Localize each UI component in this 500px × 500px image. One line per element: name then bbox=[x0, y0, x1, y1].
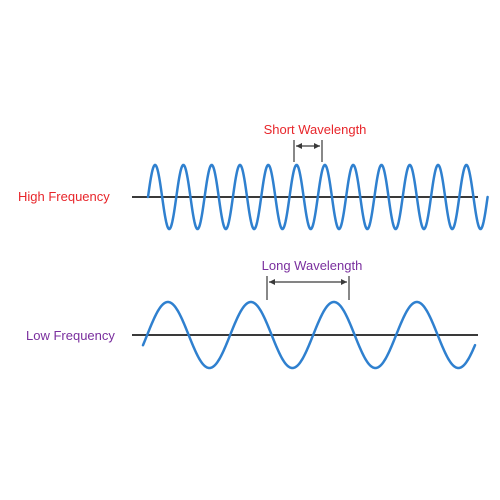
long-wavelength-bracket bbox=[266, 276, 350, 300]
low-frequency-label: Low Frequency bbox=[26, 328, 115, 343]
bracket-left-arrow bbox=[296, 143, 302, 149]
short-wavelength-label: Short Wavelength bbox=[264, 122, 367, 137]
short-wavelength-bracket bbox=[293, 140, 323, 162]
bracket-left-arrow bbox=[269, 279, 275, 285]
high-frequency-label: High Frequency bbox=[18, 189, 110, 204]
high-frequency-group: High Frequency Short Wavelength bbox=[18, 122, 489, 231]
low-frequency-group: Low Frequency Long Wavelength bbox=[26, 258, 478, 370]
bracket-right-arrow bbox=[341, 279, 347, 285]
high-frequency-wave bbox=[146, 163, 489, 231]
bracket-right-arrow bbox=[314, 143, 320, 149]
low-frequency-wave bbox=[141, 300, 477, 370]
long-wavelength-label: Long Wavelength bbox=[262, 258, 363, 273]
